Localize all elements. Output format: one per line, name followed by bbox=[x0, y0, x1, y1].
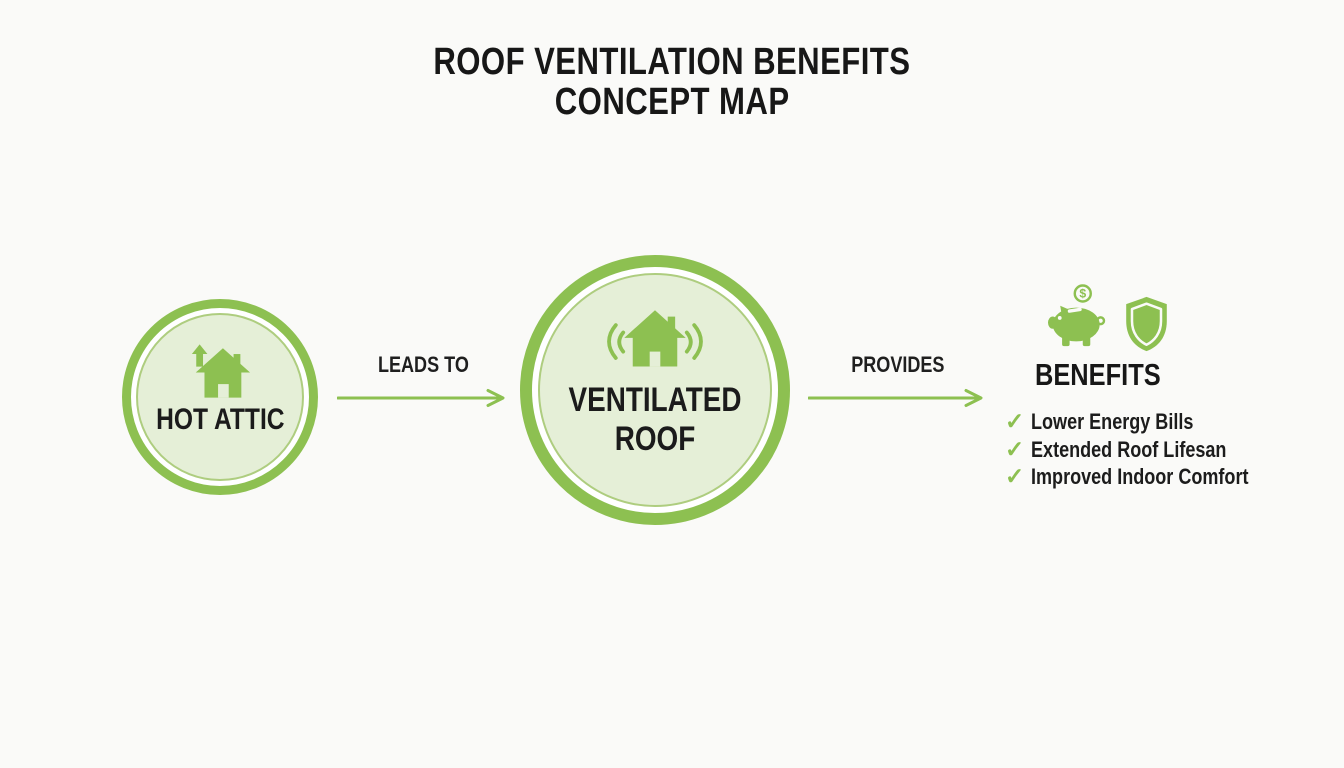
benefit-item-label: Extended Roof Lifesan bbox=[1031, 436, 1227, 462]
benefit-item-label: Lower Energy Bills bbox=[1031, 409, 1194, 434]
check-icon: ✓ bbox=[1005, 463, 1025, 489]
arrow-right-icon bbox=[337, 389, 505, 407]
benefits-heading: BENEFITS bbox=[1035, 357, 1161, 392]
page-title: ROOF VENTILATION BENEFITS CONCEPT MAP bbox=[0, 42, 1344, 122]
node-hot-attic-label: HOT ATTIC bbox=[155, 402, 285, 436]
check-icon: ✓ bbox=[1005, 408, 1025, 434]
benefit-item: ✓ Lower Energy Bills bbox=[1005, 408, 1305, 436]
connector-provides: PROVIDES bbox=[808, 352, 987, 409]
benefits-section: $ BENEFITS ✓ Lower Energ bbox=[1005, 281, 1305, 491]
page-title-line2: CONCEPT MAP bbox=[554, 81, 790, 123]
benefit-item: ✓ Extended Roof Lifesan bbox=[1005, 436, 1305, 464]
arrow-right-icon bbox=[808, 389, 983, 407]
node-hot-attic-inner: HOT ATTIC bbox=[136, 313, 304, 481]
check-icon: ✓ bbox=[1005, 435, 1025, 462]
benefits-icons: $ bbox=[1048, 281, 1305, 353]
coin-dollar-glyph: $ bbox=[1079, 287, 1086, 301]
benefits-list: ✓ Lower Energy Bills ✓ Extended Roof Lif… bbox=[1005, 408, 1305, 491]
shield-icon bbox=[1126, 296, 1167, 352]
benefit-item-label: Improved Indoor Comfort bbox=[1031, 464, 1249, 489]
node-hot-attic: HOT ATTIC bbox=[122, 299, 318, 495]
node-ventilated-roof-label: VENTILATED ROOF bbox=[568, 380, 742, 458]
connector-provides-label: PROVIDES bbox=[850, 352, 945, 377]
connector-leads-to: LEADS TO bbox=[337, 352, 509, 409]
piggy-bank-icon: $ bbox=[1048, 284, 1106, 347]
connector-leads-to-label: LEADS TO bbox=[377, 352, 469, 377]
house-arrow-up-icon bbox=[191, 344, 251, 398]
page-title-line1: ROOF VENTILATION BENEFITS bbox=[433, 41, 911, 83]
node-ventilated-roof: VENTILATED ROOF bbox=[520, 255, 790, 525]
benefit-item: ✓ Improved Indoor Comfort bbox=[1005, 463, 1305, 491]
house-ventilation-icon bbox=[607, 310, 703, 367]
node-ventilated-roof-inner: VENTILATED ROOF bbox=[538, 273, 772, 507]
